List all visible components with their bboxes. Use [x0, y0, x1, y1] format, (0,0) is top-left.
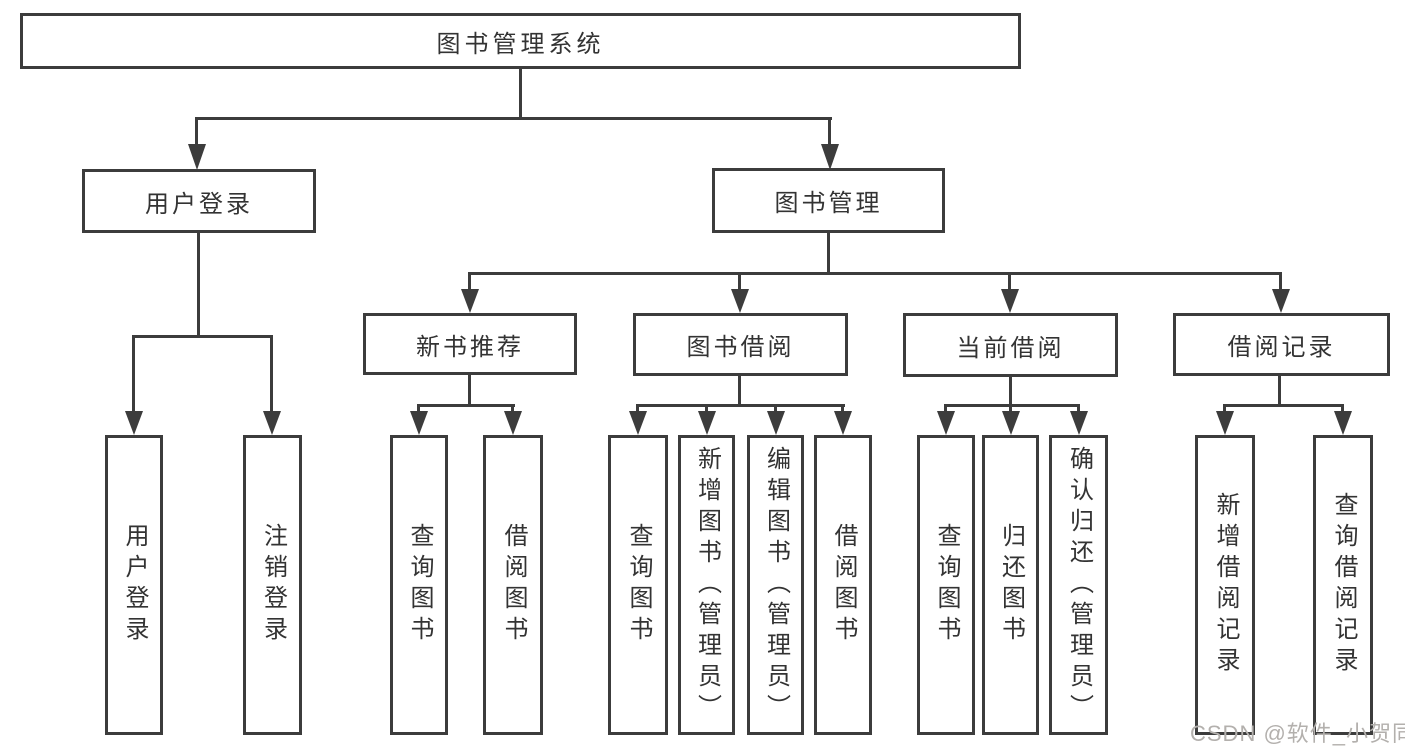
- node-new-book-recommend-label: 新书推荐: [416, 333, 524, 361]
- connector-line: [944, 404, 947, 413]
- arrow-head-icon: [125, 411, 143, 435]
- node-leaf-query-books-2: 查询图书: [608, 435, 668, 735]
- connector-line: [841, 404, 844, 413]
- arrow-head-icon: [698, 411, 716, 435]
- node-leaf-add-borrow-record-label: 新增借阅记录: [1212, 492, 1239, 678]
- connector-line: [1009, 374, 1012, 407]
- node-leaf-query-books-1-label: 查询图书: [406, 523, 433, 647]
- node-root: 图书管理系统: [20, 13, 1021, 69]
- connector-line: [705, 404, 708, 413]
- node-leaf-add-book-admin-label: 新增图书（管理员）: [693, 445, 721, 725]
- connector-line: [1279, 272, 1282, 290]
- connector-line: [1009, 404, 1012, 413]
- node-book-management-label: 图书管理: [774, 190, 883, 217]
- connector-line: [1077, 404, 1080, 413]
- node-borrowing-records-label: 借阅记录: [1227, 334, 1336, 361]
- connector-line: [468, 374, 471, 407]
- node-user-login: 用户登录: [82, 169, 316, 233]
- connector-line: [132, 335, 135, 413]
- connector-line: [195, 117, 832, 120]
- node-leaf-edit-book-admin-label: 编辑图书（管理员）: [762, 445, 790, 725]
- node-leaf-add-borrow-record: 新增借阅记录: [1195, 435, 1255, 735]
- arrow-head-icon: [1001, 289, 1019, 313]
- connector-line: [468, 272, 1281, 275]
- node-leaf-confirm-return-admin: 确认归还（管理员）: [1049, 435, 1108, 735]
- connector-line: [468, 272, 471, 290]
- connector-line: [417, 404, 515, 407]
- connector-line: [636, 404, 639, 413]
- node-leaf-query-books-2-label: 查询图书: [625, 523, 652, 647]
- node-book-borrowing-label: 图书借阅: [686, 334, 795, 361]
- node-user-login-label: 用户登录: [145, 190, 253, 218]
- node-leaf-borrow-books-1-label: 借阅图书: [500, 523, 527, 647]
- arrow-head-icon: [263, 411, 281, 435]
- node-leaf-query-books-3-label: 查询图书: [933, 523, 960, 647]
- arrow-head-icon: [1216, 411, 1234, 435]
- arrow-head-icon: [504, 411, 522, 435]
- node-borrowing-records: 借阅记录: [1173, 313, 1390, 376]
- connector-line: [417, 404, 420, 413]
- connector-line: [1341, 404, 1344, 413]
- arrow-head-icon: [1070, 411, 1088, 435]
- arrow-head-icon: [461, 289, 479, 313]
- connector-line: [132, 335, 273, 338]
- node-leaf-user-login: 用户登录: [105, 435, 163, 735]
- arrow-head-icon: [1272, 289, 1290, 313]
- arrow-head-icon: [821, 144, 839, 170]
- connector-line: [1223, 404, 1344, 407]
- connector-line: [944, 404, 1080, 407]
- node-leaf-borrow-books-2: 借阅图书: [814, 435, 872, 735]
- connector-line: [774, 404, 777, 413]
- connector-line: [511, 404, 514, 413]
- node-leaf-query-books-1: 查询图书: [390, 435, 448, 735]
- connector-line: [636, 404, 845, 407]
- arrow-head-icon: [410, 411, 428, 435]
- node-leaf-logout-label: 注销登录: [259, 523, 287, 647]
- node-leaf-logout: 注销登录: [243, 435, 302, 735]
- arrow-head-icon: [1002, 411, 1020, 435]
- node-current-borrowing: 当前借阅: [903, 313, 1118, 377]
- arrow-head-icon: [1334, 411, 1352, 435]
- node-leaf-edit-book-admin: 编辑图书（管理员）: [747, 435, 804, 735]
- node-leaf-return-books-label: 归还图书: [997, 523, 1025, 647]
- connector-line: [195, 117, 198, 147]
- connector-line: [1278, 374, 1281, 407]
- node-root-label: 图书管理系统: [436, 30, 605, 58]
- node-leaf-add-book-admin: 新增图书（管理员）: [678, 435, 735, 735]
- node-book-management: 图书管理: [712, 168, 945, 233]
- arrow-head-icon: [937, 411, 955, 435]
- connector-line: [197, 232, 200, 337]
- node-leaf-user-login-label: 用户登录: [121, 523, 148, 647]
- node-new-book-recommend: 新书推荐: [363, 313, 577, 375]
- csdn-watermark: CSDN @软件_小贺同学: [1190, 721, 1405, 746]
- node-book-borrowing: 图书借阅: [633, 313, 848, 376]
- arrow-head-icon: [767, 411, 785, 435]
- node-leaf-confirm-return-admin-label: 确认归还（管理员）: [1065, 445, 1093, 725]
- connector-line: [738, 272, 741, 290]
- node-leaf-query-borrow-record: 查询借阅记录: [1313, 435, 1373, 735]
- connector-line: [828, 117, 831, 147]
- connector-line: [519, 68, 522, 119]
- arrow-head-icon: [834, 411, 852, 435]
- node-current-borrowing-label: 当前借阅: [956, 334, 1065, 362]
- connector-line: [1223, 404, 1226, 413]
- node-leaf-borrow-books-2-label: 借阅图书: [830, 523, 857, 647]
- connector-line: [270, 335, 273, 413]
- node-leaf-query-borrow-record-label: 查询借阅记录: [1330, 492, 1357, 678]
- connector-line: [738, 374, 741, 407]
- connector-line: [1008, 272, 1011, 290]
- node-leaf-query-books-3: 查询图书: [917, 435, 975, 735]
- arrow-head-icon: [731, 289, 749, 313]
- arrow-head-icon: [629, 411, 647, 435]
- node-leaf-borrow-books-1: 借阅图书: [483, 435, 543, 735]
- arrow-head-icon: [188, 144, 206, 170]
- node-leaf-return-books: 归还图书: [982, 435, 1039, 735]
- connector-line: [827, 232, 830, 275]
